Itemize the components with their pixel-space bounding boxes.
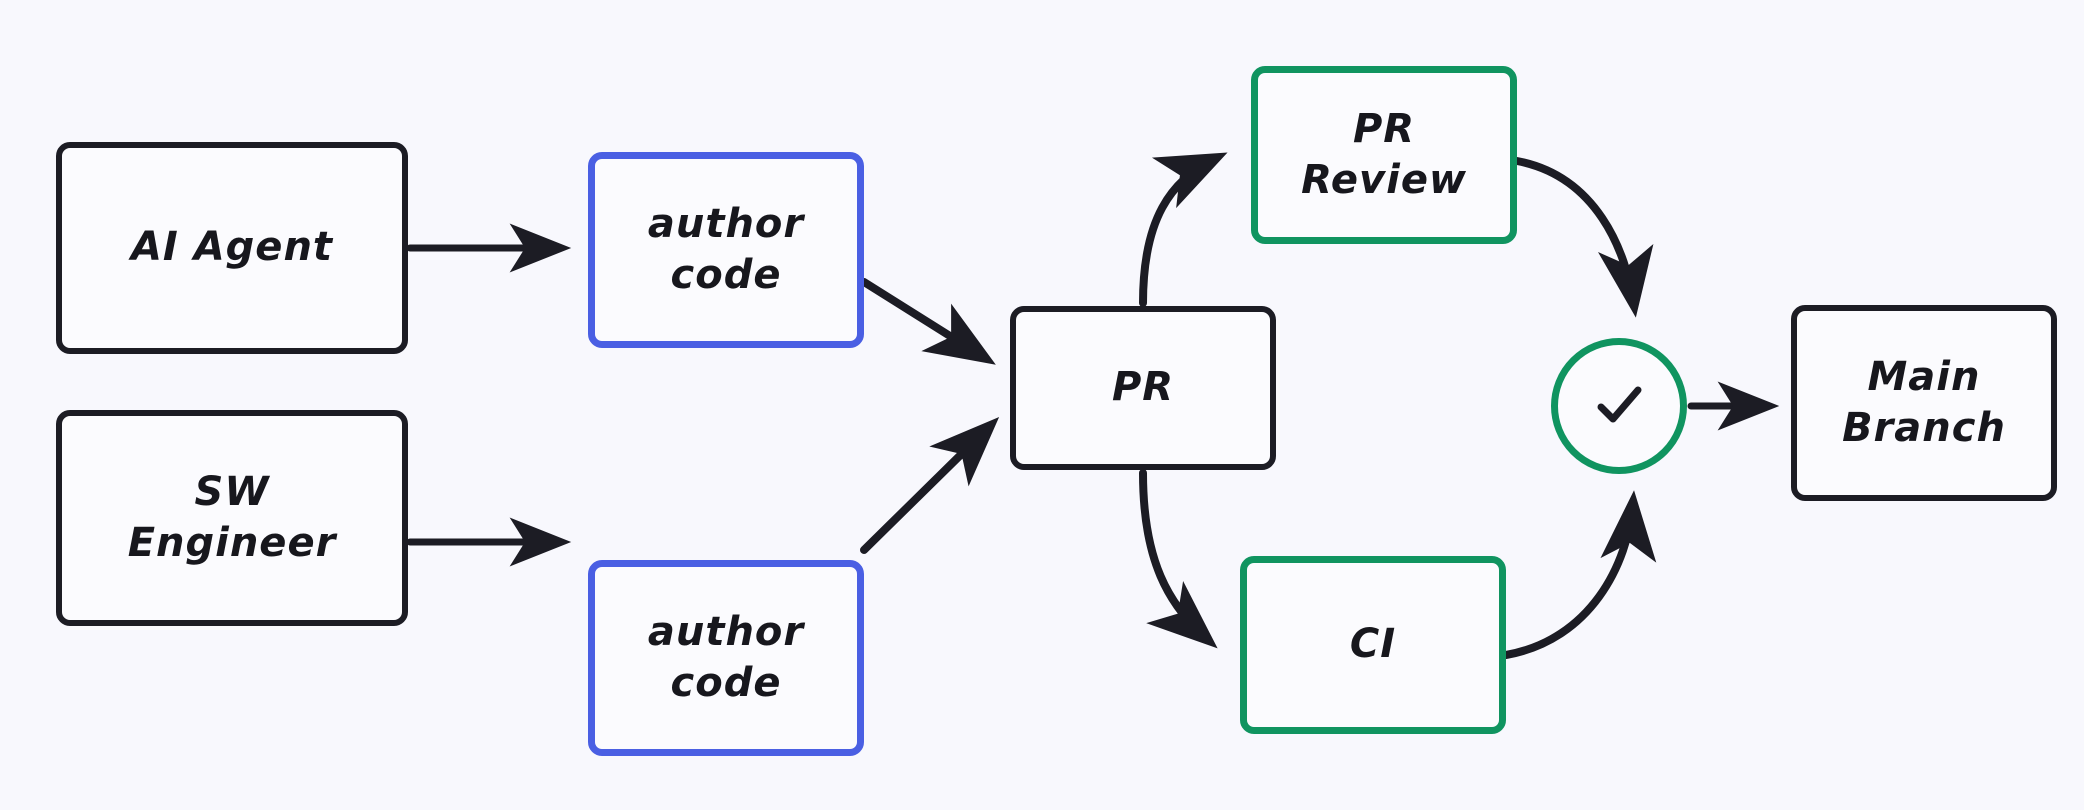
edge-pr-to-ci xyxy=(1139,469,1218,649)
node-author-code-bottom[interactable]: author code xyxy=(588,560,864,756)
node-ci[interactable]: CI xyxy=(1240,556,1506,734)
check-icon-svg xyxy=(1597,386,1642,423)
node-author-code-bottom-label: author code xyxy=(647,608,805,706)
edge-author-top-to-pr xyxy=(860,278,996,365)
node-sw-engineer[interactable]: SW Engineer xyxy=(56,410,408,626)
node-check-gate[interactable] xyxy=(1551,338,1687,474)
edge-pr-review-to-check xyxy=(1513,157,1654,318)
node-ci-label: CI xyxy=(1349,621,1397,668)
node-pr-review[interactable]: PR Review xyxy=(1251,66,1517,244)
edge-pr-to-pr-review xyxy=(1139,152,1228,307)
node-author-code-top-label: author code xyxy=(647,200,805,298)
node-pr-review-label: PR Review xyxy=(1301,105,1467,203)
node-sw-engineer-label: SW Engineer xyxy=(127,468,337,566)
node-author-code-top[interactable]: author code xyxy=(588,152,864,348)
edge-ci-to-check xyxy=(1502,490,1657,659)
check-icon xyxy=(1558,345,1680,467)
node-main-branch[interactable]: Main Branch xyxy=(1791,305,2057,501)
node-pr[interactable]: PR xyxy=(1010,306,1276,470)
edge-author-bottom-to-pr xyxy=(860,417,1000,554)
node-pr-label: PR xyxy=(1111,364,1175,411)
node-ai-agent-label: AI Agent xyxy=(130,224,334,271)
node-main-branch-label: Main Branch xyxy=(1842,353,2006,451)
node-ai-agent[interactable]: AI Agent xyxy=(56,142,408,354)
